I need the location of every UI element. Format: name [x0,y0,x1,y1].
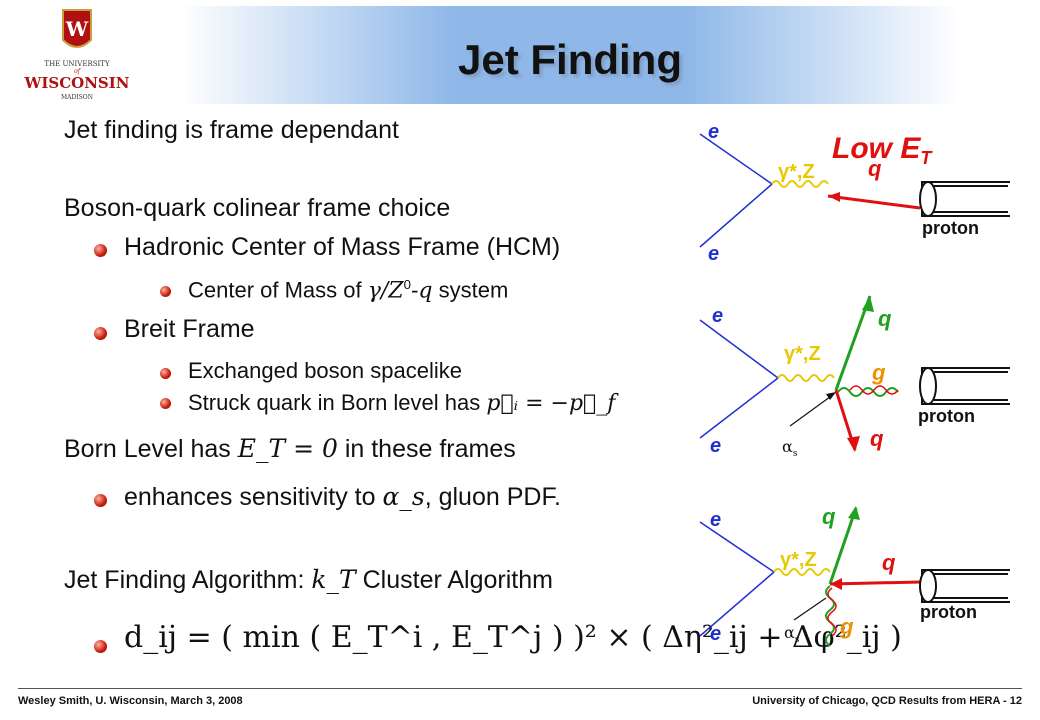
bullet-icon [94,244,107,257]
logo-line2: of [74,68,82,75]
diag1-e-top: e [708,121,719,143]
title-bar: Jet Finding [180,6,960,104]
diag1-boson: γ*,Z [778,161,815,183]
diag2-proton: proton [918,406,975,426]
diag1-e-bottom: e [708,243,719,265]
logo-line1: THE UNIVERSITY [44,60,110,68]
diag2-q-top: q [878,306,892,331]
slide-title: Jet Finding [458,36,682,83]
university-logo: W THE UNIVERSITY of WISCONSIN MADISON [24,9,130,101]
diag2-e-top: e [712,305,723,327]
diag1-proton: proton [922,218,979,238]
footer-right: University of Chicago, QCD Results from … [752,695,1022,707]
diag3-e-top: e [710,509,721,531]
diag3-q-top: q [822,504,836,529]
diag1-label: Low ET [832,132,933,168]
diag2-e-bottom: e [710,435,721,457]
feynman-diagram-boson-gluon-fusion: e e γ*,Z q q g proton αs [699,504,1010,647]
diag2-alpha: αs [782,437,798,459]
feynman-diagram-low-et: e e γ*,Z q proton Low ET [699,121,1010,265]
bullet-icon [94,494,107,507]
text-algorithm: Jet Finding Algorithm: k_T Cluster Algor… [64,565,553,594]
bullet-icon [94,640,107,653]
text-breit: Breit Frame [124,315,255,343]
feynman-diagram-qcd-compton: e e γ*,Z q g q proton αs [699,295,1010,459]
diag3-boson: γ*,Z [780,549,817,571]
diag2-q-bottom: q [870,426,884,451]
text-hcm: Hadronic Center of Mass Frame (HCM) [124,233,561,261]
footer-left: Wesley Smith, U. Wisconsin, March 3, 200… [18,695,243,707]
svg-text:W: W [65,17,89,41]
logo-line4: MADISON [61,94,93,101]
diag3-proton: proton [920,602,977,622]
sub-bullet-icon [160,398,171,409]
text-born-level: Born Level has E_T = 0 in these frames [64,434,516,463]
logo-line3: WISCONSIN [24,74,130,92]
diag3-alpha: αs [784,623,800,645]
formula-dij: d_ij = ( min ( E_T^i , E_T^j ) )² × ( Δη… [124,620,902,655]
sub-bullet-icon [160,368,171,379]
diag1-quark: q [868,156,882,181]
text-boson-quark: Boson-quark colinear frame choice [64,194,451,222]
crest-icon: W [62,9,92,48]
diag3-q-right: q [882,550,896,575]
bullet-icon [94,327,107,340]
text-center-of-mass: Center of Mass of γ/Z0-q system [188,277,509,304]
text-exchanged: Exchanged boson spacelike [188,358,462,383]
footer-rule [18,688,1022,689]
text-enhances: enhances sensitivity to α_s, gluon PDF. [124,482,561,511]
diag3-e-bottom: e [710,623,721,645]
diag2-g: g [871,360,886,385]
sub-bullet-icon [160,286,171,297]
diag3-g: g [839,614,854,639]
diag2-boson: γ*,Z [784,343,821,365]
text-struck: Struck quark in Born level has p⃗ᵢ = −p⃗… [188,390,616,416]
text-frame-dependant: Jet finding is frame dependant [64,116,399,144]
